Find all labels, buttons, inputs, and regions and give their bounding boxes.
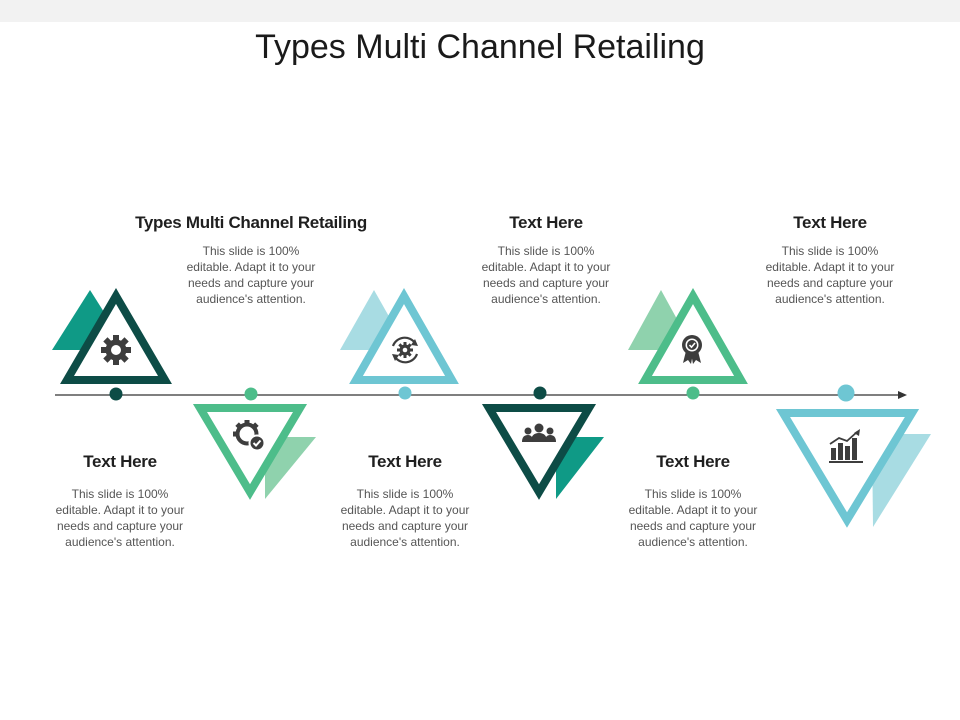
- step-6-text-block: Text Here This slide is 100% editable. A…: [608, 452, 778, 550]
- step-2-description: This slide is 100% editable. Adapt it to…: [55, 487, 185, 549]
- step-6-marker: [837, 384, 855, 402]
- step-3-heading: Text Here: [509, 213, 583, 232]
- step-6-heading: Text Here: [656, 452, 730, 471]
- top-bar: [0, 0, 960, 22]
- timeline-arrow-head: [898, 391, 907, 399]
- gear-check-icon: [233, 420, 266, 452]
- step-2-marker: [244, 387, 258, 401]
- step-5-heading: Text Here: [793, 213, 867, 232]
- step-3-text-block: Text Here This slide is 100% editable. A…: [461, 213, 631, 307]
- step-6-description: This slide is 100% editable. Adapt it to…: [628, 487, 758, 549]
- step-4-description: This slide is 100% editable. Adapt it to…: [340, 487, 470, 549]
- gear-icon: [101, 335, 131, 365]
- step-6-shape: [775, 409, 931, 528]
- step-4-marker: [533, 386, 547, 400]
- step-4-heading: Text Here: [368, 452, 442, 471]
- step-5-description: This slide is 100% editable. Adapt it to…: [765, 244, 895, 306]
- step-5-shape: [628, 287, 748, 384]
- step-4-shape: [481, 404, 604, 500]
- step-5-marker: [686, 386, 700, 400]
- step-3-shape: [340, 287, 459, 384]
- bar-chart-growth-icon: [829, 429, 863, 463]
- step-1-heading: Types Multi Channel Retailing: [135, 213, 367, 232]
- step-3-description: This slide is 100% editable. Adapt it to…: [481, 244, 611, 306]
- step-2-shape: [192, 404, 316, 500]
- page-title: Types Multi Channel Retailing: [255, 28, 705, 66]
- award-badge-icon: [682, 335, 702, 364]
- step-2-heading: Text Here: [83, 452, 157, 471]
- step-1-marker: [109, 387, 123, 401]
- refresh-gear-icon: [391, 336, 419, 364]
- step-3-marker: [398, 386, 412, 400]
- step-4-text-block: Text Here This slide is 100% editable. A…: [320, 452, 490, 550]
- step-2-text-block: Text Here This slide is 100% editable. A…: [35, 452, 205, 550]
- step-1-shape: [52, 288, 172, 384]
- step-1-text-block: Types Multi Channel Retailing This slide…: [135, 213, 367, 307]
- step-1-description: This slide is 100% editable. Adapt it to…: [186, 244, 316, 306]
- step-5-text-block: Text Here This slide is 100% editable. A…: [745, 213, 915, 307]
- team-icon: [522, 423, 556, 442]
